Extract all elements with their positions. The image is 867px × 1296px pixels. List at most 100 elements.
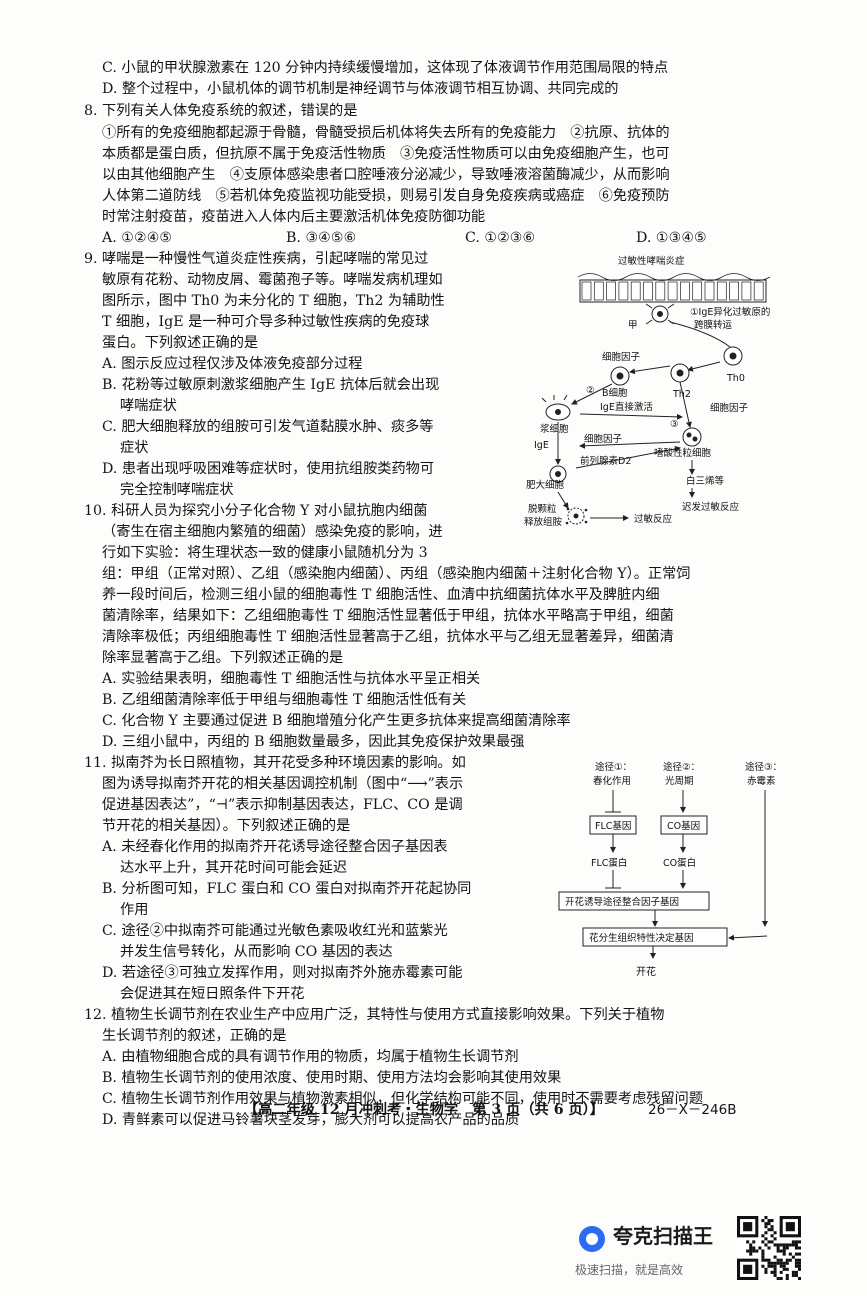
degranulating-cell [565,507,588,525]
path1-sub: 春化作用 [593,775,631,787]
epithelial-cell [655,281,666,301]
text-line: 行如下实验：将生理状态一致的健康小鼠随机分为 3 [102,545,428,561]
text-line: D. 青鲜素可以促进马铃薯块茎发芽，膨大剂可以提高农产品的品质 [102,1112,520,1128]
text-line: 生长调节剂的叙述，正确的是 [102,1028,287,1044]
scanner-watermark: 夸克扫描王 极速扫描，就是高效 [575,1222,735,1282]
text-line: 菌清除率，结果如下：乙组细胞毒性 T 细胞活性显著低于甲组，抗体水平略高于甲组，… [102,608,674,624]
epithelial-cell [643,281,653,301]
fig9-th2: Th2 [672,389,691,400]
text-line: A. 图示反应过程仅涉及体液免疫部分过程 [102,356,363,372]
text-line: T 细胞，IgE 是一种可介导多种过敏性疾病的免疫球 [102,314,430,330]
epithelial-cell [630,281,641,301]
qr-code-icon [737,1216,801,1280]
epithelial-cell [606,281,616,301]
path2-label: 途径②： [663,761,700,773]
mast-cell [549,465,567,483]
text-line: C. 途径②中拟南芥可能通过光敏色素吸收红光和蓝紫光 [102,923,448,939]
text-line: 人体第二道防线 ⑤若机体免疫监视功能受损，则易引发自身免疫疾病或癌症 ⑥免疫预防 [102,188,670,204]
text-line: A. 未经春化作用的拟南芥开花诱导途径整合因子基因表 [102,839,448,855]
co-protein: CO蛋白 [663,857,696,869]
text-line: D. 三组小鼠中，丙组的 B 细胞数量最多，因此其免疫保护效果最强 [102,734,525,750]
eosinophil [682,427,702,447]
epithelial-cell [667,281,678,301]
flower-label: 开花 [636,967,656,978]
text-line: 以由其他细胞产生 ④支原体感染患者口腔唾液分泌减少，导致唾液溶菌酶减少，从而影响 [102,167,670,183]
text-line: 组：甲组（正常对照）、乙组（感染胞内细菌）、丙组（感染胞内细菌＋注射化合物 Y）… [102,566,691,582]
text-line: （寄生在宿主细胞内繁殖的细菌）感染免疫的影响，进 [102,524,443,540]
text-line: A. 由植物细胞合成的具有调节作用的物质，均属于植物生长调节剂 [102,1049,519,1065]
path3-sub: 赤霉素 [747,775,776,787]
text-line: D. 若途径③可独立发挥作用，则对拟南芥外施赤霉素可能 [102,965,463,981]
footer-center: 【高二年级 12 月冲刺考・生物学 第 3 页（共 6 页）】 [244,1102,604,1118]
text-line: B. 乙组细菌清除率低于甲组与细胞毒性 T 细胞活性低有关 [102,692,467,708]
text-line: 9. 哮喘是一种慢性气道炎症性疾病，引起哮喘的常见过 [84,251,429,267]
path2-sub: 光周期 [665,775,694,787]
flc-protein: FLC蛋白 [591,857,627,869]
q8-option: D. ①③④⑤ [636,230,707,246]
fig9-degran2: 释放组胺 [524,516,563,528]
text-line: 完全控制哮喘症状 [120,482,234,498]
fig9-circle3: ③ [670,419,679,430]
text-line: 12. 植物生长调节剂在农业生产中应用广泛，其特性与使用方式直接影响效果。下列关… [84,1007,665,1023]
fig9-jia: 甲 [628,320,638,331]
epithelial-cell [753,281,764,301]
fig9-cytokine2: 细胞因子 [710,402,749,414]
co-gene: CO基因 [667,820,700,832]
fig9-mast: 肥大细胞 [526,479,565,491]
text-line: D. 整个过程中，小鼠机体的调节机制是神经调节与体液调节相互协调、共同完成的 [102,81,619,97]
text-line: 节开花的相关基因）。下列叙述正确的是 [102,818,351,834]
text-line: 敏原有花粉、动物皮屑、霉菌孢子等。哮喘发病机理如 [102,272,443,288]
text-line: B. 花粉等过敏原刺激浆细胞产生 IgE 抗体后就会出现 [102,377,440,393]
text-line: C. 植物生长调节剂作用效果与植物激素相似，但化学结构可能不同，使用时不需要考虑… [102,1091,704,1107]
q8-option: B. ③④⑤⑥ [286,230,357,246]
text-line: C. 化合物 Y 主要通过促进 B 细胞增殖分化产生更多抗体来提高细菌清除率 [102,713,571,729]
text-line: D. 患者出现呼吸困难等症状时，使用抗组胺类药物可 [102,461,435,477]
path1-label: 途径①： [595,761,632,773]
q8-option: A. ①②④⑤ [102,230,173,246]
text-line: 时常注射疫苗，疫苗进入人体内后主要激活机体免疫防御功能 [102,209,486,225]
epithelial-cell [704,281,715,301]
flowering-regulation-figure: 途径①： 春化作用 途径②： 光周期 途径③： 赤霉素 FLC基因 CO基因 F… [558,761,782,959]
fig9-ige-activate: IgE直接激活 [600,401,653,413]
text-line: 蛋白。下列叙述正确的是 [102,335,259,351]
epithelial-cell [741,281,752,301]
fig9-cytokine3: 细胞因子 [584,433,623,445]
epithelial-cell [581,281,592,301]
fig9-allergy: 过敏反应 [634,513,673,525]
text-line: C. 小鼠的甲状腺激素在 120 分钟内持续缓慢增加，这体现了体液调节作用范围局… [102,60,669,76]
fig9-th0: Th0 [726,373,745,384]
text-line: 会促进其在短日照条件下开花 [120,986,305,1002]
text-line: 并发生信号转化，从而影响 CO 基因的表达 [120,944,393,960]
b-cell [610,366,630,386]
asthma-mechanism-figure: 过敏性哮喘炎症 ①IgE异化过敏原的 跨膜转运 甲 Th0 细胞因子 Th2 ② [524,255,770,528]
path3-label: 途径③： [745,761,782,773]
fig9-late: 迟发过敏反应 [682,501,740,513]
fig9-step1b: 跨膜转运 [694,319,733,331]
text-line: B. 植物生长调节剂的使用浓度、使用时期、使用方法均会影响其使用效果 [102,1070,562,1086]
scanner-name: 夸克扫描王 [613,1224,713,1248]
fig9-circle2: ② [586,385,595,396]
th2-cell [670,363,690,383]
text-line: 8. 下列有关人体免疫系统的叙述，错误的是 [84,103,358,119]
text-line: 清除率极低；丙组细胞毒性 T 细胞活性显著高于乙组，抗体水平与乙组无显著差异，细… [102,629,674,645]
meristem-gene: 花分生组织特性决定基因 [589,932,694,944]
text-line: B. 分析图可知，FLC 蛋白和 CO 蛋白对拟南芥开花起协同 [102,881,472,897]
text-line: A. 实验结果表明，细胞毒性 T 细胞活性与抗体水平呈正相关 [102,671,481,687]
dendritic-cell [645,303,675,325]
epithelial-cell [618,281,629,301]
fig9-ige: IgE [534,440,549,451]
scanner-logo-icon [579,1226,605,1252]
epithelial-cell [680,281,690,301]
footer-code: 26－X－246B [648,1102,737,1118]
text-line: 作用 [120,902,149,918]
q8-option: C. ①②③⑥ [465,230,536,246]
text-line: ①所有的免疫细胞都起源于骨髓，骨髓受损后机体将失去所有的免疫能力 ②抗原、抗体的 [102,125,670,141]
integrator-gene: 开花诱导途径整合因子基因 [565,896,679,908]
text-line: 症状 [120,440,149,456]
fig9-plasma: 浆细胞 [540,423,569,435]
epithelial-cell [716,281,727,301]
fig9-cytokine1: 细胞因子 [602,351,641,363]
fig9-degran1: 脱颗粒 [528,503,557,515]
epithelial-cell [692,281,703,301]
